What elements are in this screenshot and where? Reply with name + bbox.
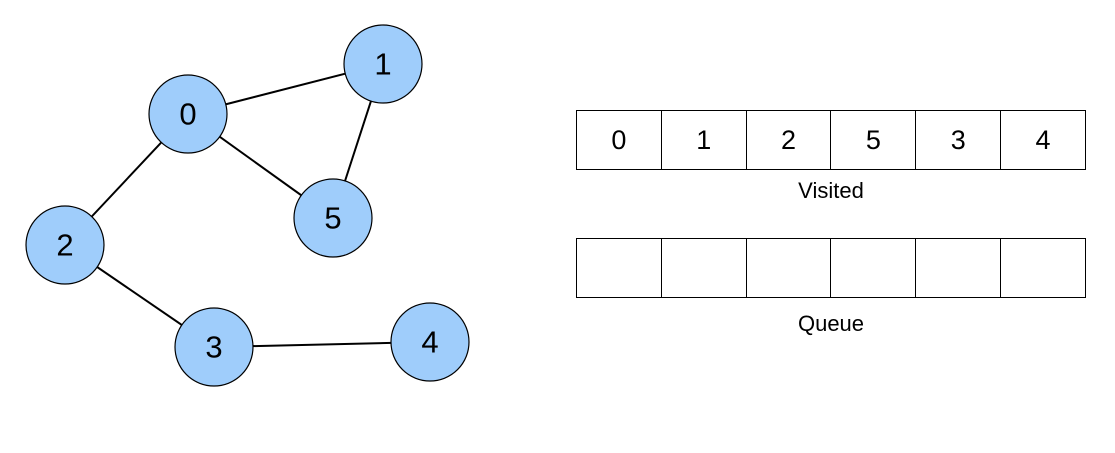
- node-label: 1: [374, 47, 391, 82]
- queue-cell: [577, 239, 662, 297]
- visited-cell: 3: [916, 111, 1002, 169]
- graph-nodes: 0 1 2 3 4 5: [25, 24, 470, 387]
- graph-diagram: 0 1 2 3 4 5: [25, 24, 470, 387]
- visited-cell: 5: [831, 111, 917, 169]
- queue-cell: [916, 239, 1002, 297]
- visited-label: Visited: [798, 178, 864, 203]
- queue-cell: [831, 239, 917, 297]
- node-circle: [293, 178, 373, 258]
- node-2: 2: [25, 205, 105, 285]
- node-circle: [390, 302, 470, 382]
- node-circle: [25, 205, 105, 285]
- node-circle: [343, 24, 423, 104]
- node-0: 0: [148, 74, 228, 154]
- queue-cell: [662, 239, 747, 297]
- node-circle: [174, 307, 254, 387]
- node-circle: [148, 74, 228, 154]
- visited-cell: 0: [577, 111, 662, 169]
- node-1: 1: [343, 24, 423, 104]
- queue-label: Queue: [797, 311, 865, 336]
- queue-cell: [747, 239, 832, 297]
- node-4: 4: [390, 302, 470, 382]
- graph-edges: [64, 63, 431, 348]
- visited-cell: 2: [747, 111, 832, 169]
- visited-cell: 4: [1035, 124, 1051, 155]
- queue-cell: [1001, 239, 1085, 297]
- node-label: 0: [179, 97, 196, 132]
- node-label: 5: [324, 201, 341, 236]
- node-label: 4: [421, 325, 438, 360]
- queue-array: [576, 238, 1086, 298]
- node-label: 2: [56, 228, 73, 263]
- visited-cell: 1: [662, 111, 747, 169]
- node-label: 3: [205, 330, 222, 365]
- node-5: 5: [293, 178, 373, 258]
- node-3: 3: [174, 307, 254, 387]
- visited-array: 0 1 2 5 3 4: [576, 110, 1086, 170]
